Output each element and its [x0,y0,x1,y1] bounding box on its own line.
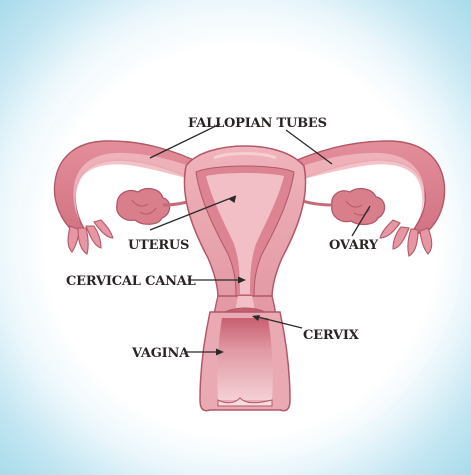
label-uterus: UTERUS [128,238,189,253]
label-ovary: OVARY [329,238,379,253]
label-vagina: VAGINA [131,346,190,361]
label-fallopian-tubes: FALLOPIAN TUBES [188,116,327,131]
vagina [200,312,290,411]
label-cervix: CERVIX [303,328,360,343]
label-cervical-canal: CERVICAL CANAL [66,274,196,289]
